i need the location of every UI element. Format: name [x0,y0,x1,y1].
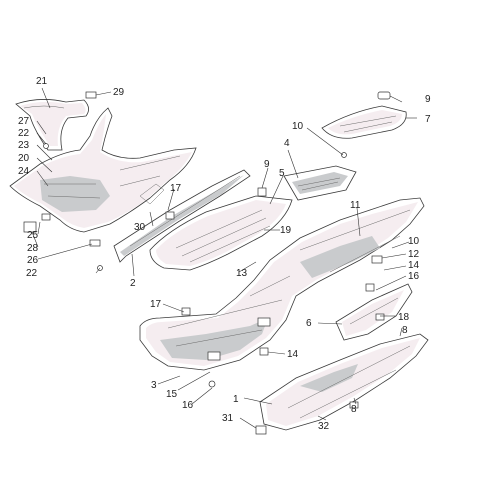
callout-26: 26 [27,255,39,266]
callout-32: 32 [318,421,330,432]
callout-2: 2 [130,278,136,289]
part-floor-mat [149,195,293,271]
leader-lines [31,87,417,429]
callout-25: 25 [27,230,39,241]
callout-17: 17 [170,183,182,194]
callout-5: 5 [279,168,285,179]
part-side-panel [335,283,413,341]
callout-28: 28 [27,243,39,254]
callout-15: 15 [166,389,178,400]
part-tray [283,165,357,201]
callout-1: 1 [233,394,239,405]
callout-31: 31 [222,413,234,424]
part-leg-shield [9,107,197,233]
callout-16-lower: 16 [182,400,194,411]
callout-4: 4 [284,138,290,149]
callout-10-right: 10 [408,236,420,247]
callout-11: 11 [350,200,361,211]
callout-22: 22 [18,128,30,139]
part-main-floor [139,197,425,371]
callout-14-lower: 14 [287,349,299,360]
callout-labels: 21 29 27 22 23 20 24 25 28 26 22 17 30 2… [18,76,431,432]
part-upper-cover [15,99,89,151]
callout-17-lower: 17 [150,299,162,310]
part-side-rail [113,169,251,263]
callout-16-right: 16 [408,271,420,282]
callout-13: 13 [236,268,248,279]
callout-7: 7 [425,114,431,125]
callout-9-right: 9 [425,94,431,105]
callout-6: 6 [306,318,312,329]
callout-14-right: 14 [408,260,420,271]
callout-12: 12 [408,249,420,260]
callout-3: 3 [151,380,157,391]
callout-9-left: 9 [264,159,270,170]
callout-23: 23 [18,140,30,151]
callout-8-lower: 8 [351,404,357,415]
callout-24: 24 [18,166,30,177]
callout-8-upper: 8 [402,325,408,336]
callout-27: 27 [18,116,30,127]
part-rear-cap [321,105,407,139]
callout-21: 21 [36,76,48,87]
callout-29: 29 [113,87,125,98]
callout-30: 30 [134,222,146,233]
callout-22-lower: 22 [26,268,38,279]
part-rear-side-cover [259,333,429,431]
callout-19: 19 [280,225,292,236]
callout-20: 20 [18,153,30,164]
hardware-fasteners [23,91,391,435]
callout-10-upper: 10 [292,121,304,132]
callout-18: 18 [398,312,410,323]
